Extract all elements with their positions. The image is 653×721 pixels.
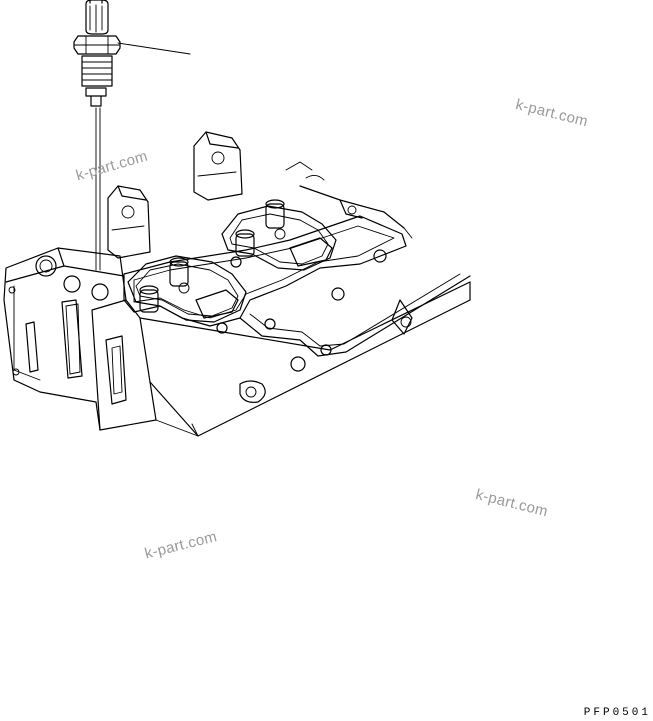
figure-code: PFP0501: [583, 707, 651, 719]
cylinder-head: [3, 131, 471, 437]
sensor-connector: [73, 0, 191, 271]
